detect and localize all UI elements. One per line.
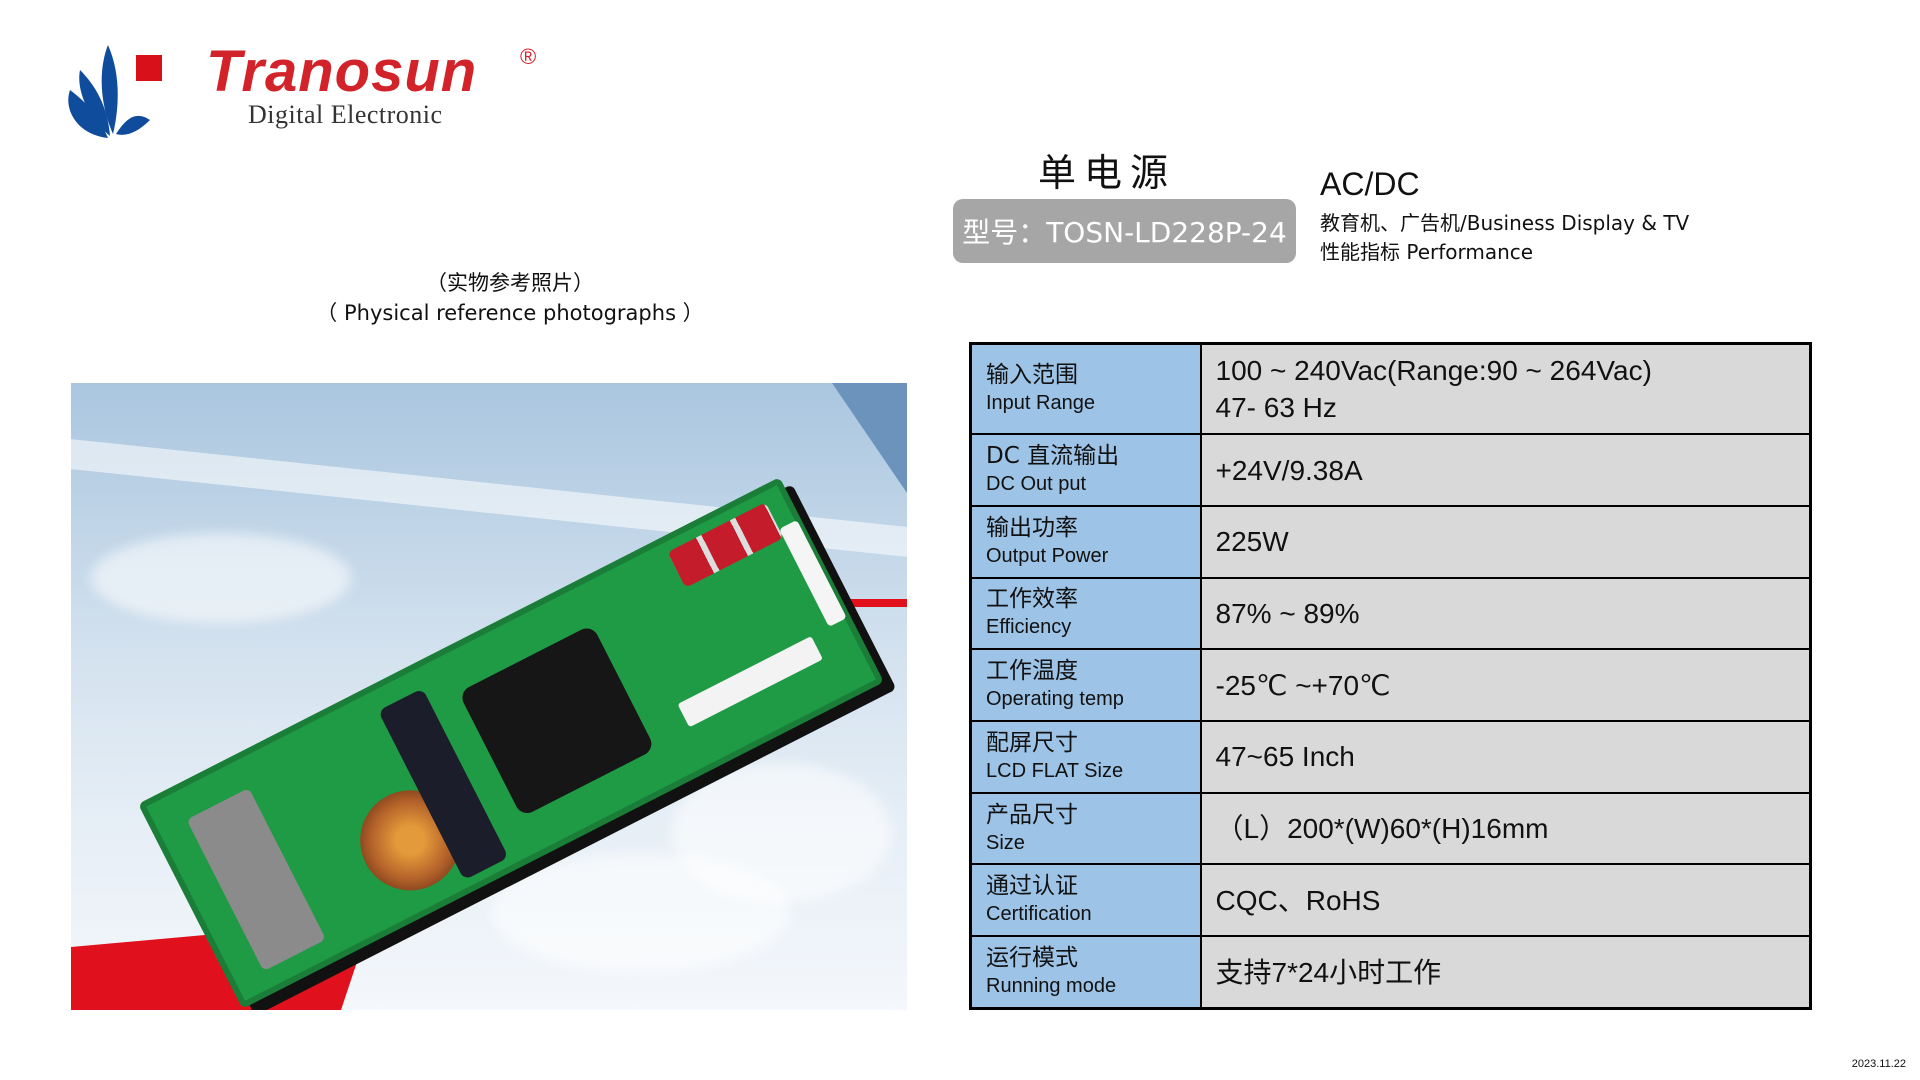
product-photo — [71, 383, 907, 1010]
spec-value: （L）200*(W)60*(H)16mm — [1199, 791, 1812, 866]
model-badge: 型号：TOSN-LD228P-24 — [953, 199, 1296, 263]
spec-value: 支持7*24小时工作 — [1199, 935, 1812, 1010]
photo-cloud — [91, 533, 351, 623]
photo-caption: （实物参考照片） （ Physical reference photograph… — [300, 268, 720, 328]
spec-value: 100 ~ 240Vac(Range:90 ~ 264Vac)47- 63 Hz — [1199, 342, 1812, 436]
photo-caption-cn: （实物参考照片） — [426, 271, 594, 295]
photo-cloud — [671, 763, 891, 903]
logo-red-square — [136, 55, 162, 81]
spec-value: CQC、RoHS — [1199, 863, 1812, 938]
spec-value: +24V/9.38A — [1199, 433, 1812, 507]
model-sticker — [677, 636, 823, 728]
registered-mark: ® — [520, 44, 537, 69]
brand-name: Tranosun — [206, 39, 478, 104]
photo-blue-corner — [832, 383, 907, 493]
spec-value: 47~65 Inch — [1199, 720, 1812, 794]
product-application: 教育机、广告机/Business Display & TV — [1320, 211, 1690, 235]
tranosun-petal-logo-icon — [68, 45, 150, 138]
brand-logo: Tranosun ® Digital Electronic — [58, 39, 558, 140]
spec-value: 87% ~ 89% — [1199, 576, 1812, 651]
photo-caption-en: （ Physical reference photographs ） — [316, 301, 704, 325]
performance-heading: 性能指标 Performance — [1320, 240, 1534, 264]
document-date: 2023.11.22 — [1851, 1058, 1906, 1070]
brand-tagline: Digital Electronic — [248, 100, 443, 129]
transformer — [458, 624, 656, 818]
spec-value: -25℃ ~+70℃ — [1199, 648, 1812, 723]
spec-value: 225W — [1199, 504, 1812, 579]
product-category: AC/DC — [1320, 166, 1420, 202]
page-title: 单电源 — [1038, 151, 1177, 195]
photo-red-stripe — [837, 599, 907, 607]
